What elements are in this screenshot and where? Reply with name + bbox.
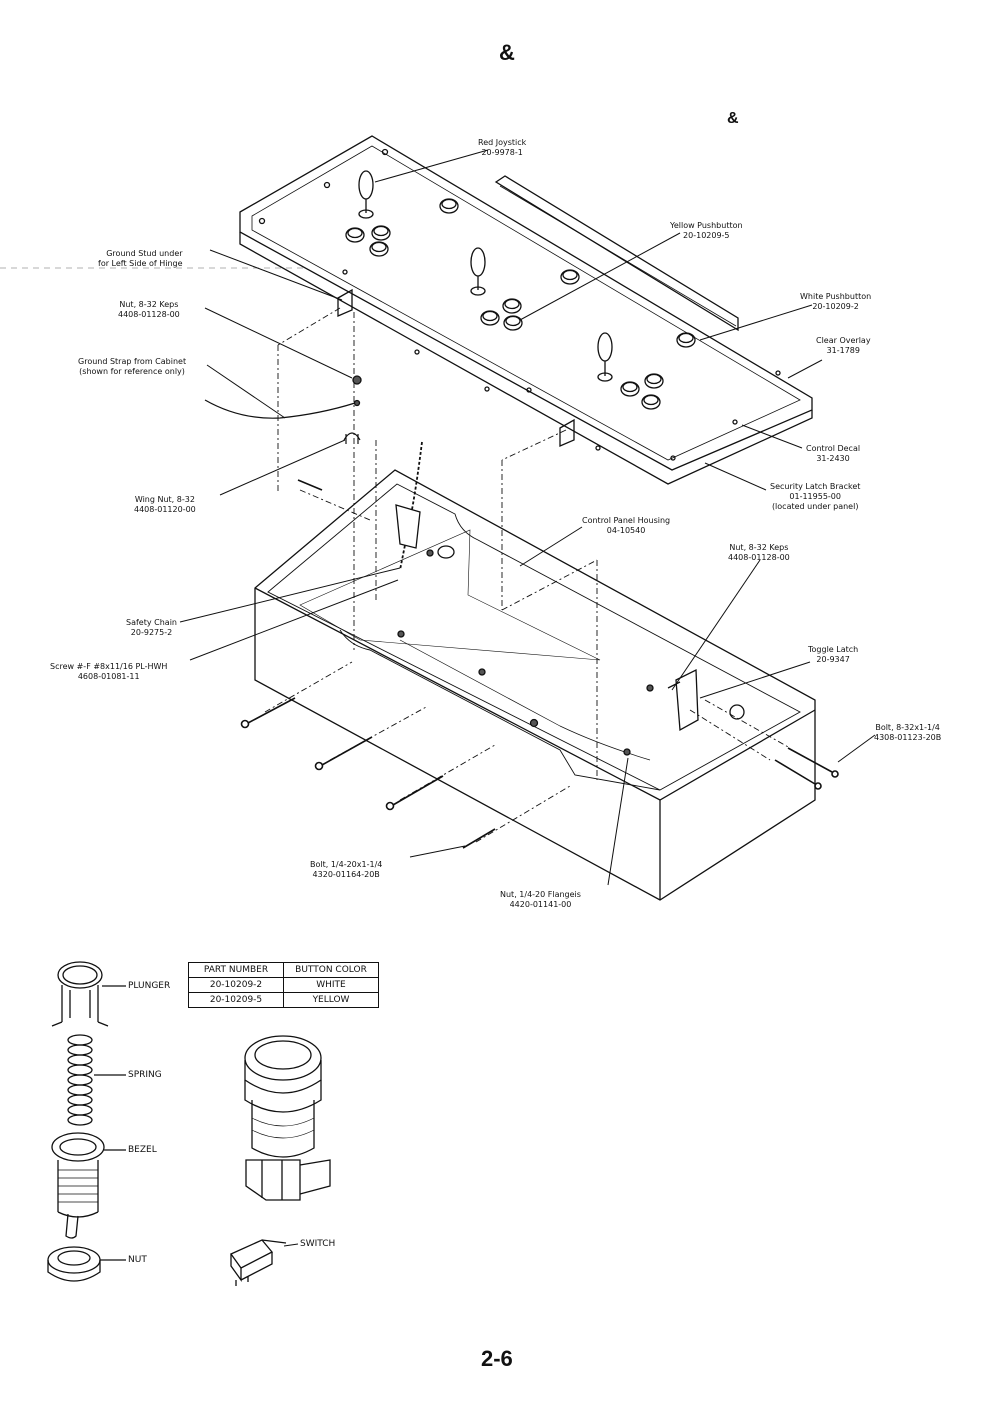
table-row: 20-10209-5 YELLOW xyxy=(188,992,379,1008)
title-ampersand: & xyxy=(499,40,515,65)
panel-hole xyxy=(323,181,331,189)
button-exploded-view xyxy=(47,961,126,1282)
parts-table: PART NUMBER BUTTON COLOR 20-10209-2 WHIT… xyxy=(188,962,379,1008)
pushbuttons xyxy=(345,198,696,410)
table-cell: 20-10209-2 xyxy=(188,977,284,993)
table-header: BUTTON COLOR xyxy=(283,962,379,978)
table-cell: 20-10209-5 xyxy=(188,992,284,1008)
bolts xyxy=(240,479,839,849)
table-header: PART NUMBER xyxy=(188,962,284,978)
callout-switch: SWITCH xyxy=(300,1239,336,1249)
joystick-3 xyxy=(597,332,613,382)
joystick-2 xyxy=(470,247,486,296)
panel-hole xyxy=(732,419,738,425)
panel-hole xyxy=(258,217,266,225)
table-cell: WHITE xyxy=(283,977,379,993)
control-panel-housing xyxy=(254,469,816,901)
safety-chain xyxy=(399,441,423,571)
panel-hole xyxy=(670,455,676,461)
control-panel-top xyxy=(239,135,813,485)
joystick-1 xyxy=(358,170,374,219)
panel-hole xyxy=(775,370,781,376)
panel-hole xyxy=(595,445,601,451)
callout-bezel: BEZEL xyxy=(128,1145,157,1155)
leader-lines xyxy=(179,149,876,886)
ground-strap xyxy=(204,399,356,419)
subtitle-ampersand: & xyxy=(727,110,739,127)
assembled-pushbutton xyxy=(244,1035,331,1201)
panel-hole xyxy=(381,148,389,156)
label-ground-strap: Ground Strap from Cabinet(shown for refe… xyxy=(78,357,187,376)
page-number: 2-6 xyxy=(481,1346,513,1371)
table-row: 20-10209-2 WHITE xyxy=(188,977,379,993)
callout-plunger: PLUNGER xyxy=(128,981,171,991)
callout-spring: SPRING xyxy=(128,1070,162,1080)
table-header-row: PART NUMBER BUTTON COLOR xyxy=(188,962,379,978)
panel-hole xyxy=(414,349,420,355)
panel-hole xyxy=(484,386,490,392)
wing-nut xyxy=(343,432,361,444)
panel-hole xyxy=(342,269,348,275)
hardware xyxy=(352,375,654,756)
panel-hole xyxy=(526,387,532,393)
callout-nut: NUT xyxy=(128,1255,147,1265)
microswitch xyxy=(230,1239,287,1286)
table-cell: YELLOW xyxy=(283,992,379,1008)
